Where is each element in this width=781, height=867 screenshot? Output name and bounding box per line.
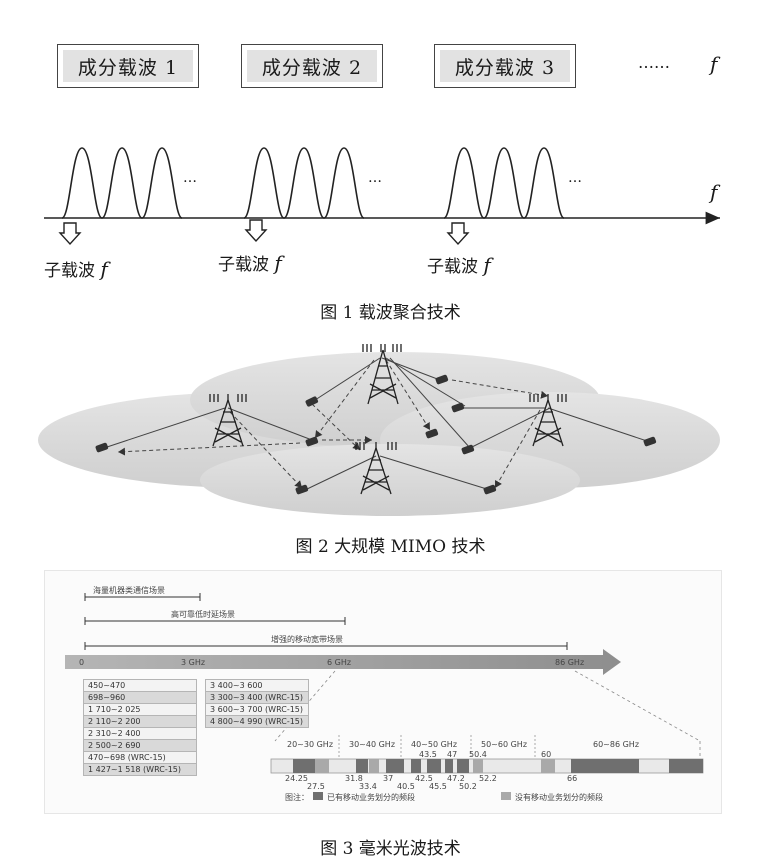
cell-bottom [200, 444, 580, 516]
bottom-num: 37 [383, 774, 394, 783]
bottom-num: 47.2 [447, 774, 465, 783]
ue-9 [295, 484, 309, 495]
tick-86ghz: 86 GHz [555, 658, 585, 667]
group-40-50: 40~50 GHz [411, 740, 458, 749]
top-num: 43.5 [419, 750, 437, 759]
top-num: 60 [541, 750, 552, 759]
legend-allocated: 已有移动业务划分的频段 [327, 793, 415, 802]
waveform-group-3 [443, 147, 565, 219]
ue-4 [425, 428, 439, 439]
component-carrier-1-box: 成分载波 1 [57, 44, 199, 88]
bottom-num: 52.2 [479, 774, 497, 783]
fig3-caption: 图 3 毫米光波技术 [320, 839, 461, 859]
ue-5 [305, 436, 319, 447]
ue-1 [305, 396, 319, 407]
wave-dots-3: … [568, 170, 582, 186]
bottom-num: 27.5 [307, 782, 325, 791]
subcarrier-f: f [274, 251, 282, 275]
bottom-num: 42.5 [415, 774, 433, 783]
mid-band-cell: 3 600~3 700 (WRC-15) [205, 703, 309, 716]
subcarrier-text: 子载波 [44, 261, 95, 281]
low-band-cell: 1 710~2 025 [83, 703, 197, 716]
subcarrier-waveforms [44, 147, 720, 246]
spectrum-graphic [65, 593, 704, 800]
tower-top [362, 344, 402, 405]
bottom-num: 66 [567, 774, 578, 783]
tick-0: 0 [79, 658, 85, 667]
ue-3 [451, 402, 465, 413]
subcarrier-arrow-3 [446, 222, 470, 246]
mmtc-label: 海量机器类通信场景 [93, 586, 165, 595]
bottom-num: 33.4 [359, 782, 377, 791]
waveform-group-1 [61, 147, 183, 219]
subcarrier-arrow-1 [58, 222, 82, 246]
subcarrier-arrow-2 [244, 219, 268, 243]
fig1-caption: 图 1 载波聚合技术 [320, 303, 461, 323]
legend-unallocated: 没有移动业务划分的频段 [515, 793, 603, 802]
wave-dots-2: … [368, 170, 382, 186]
component-carrier-2-box: 成分载波 2 [241, 44, 383, 88]
group-50-60: 50~60 GHz [481, 740, 528, 749]
subcarrier-label-2: 子载波 f [218, 250, 282, 275]
low-band-cell: 2 110~2 200 [83, 715, 197, 728]
embb-label: 增强的移动宽带场景 [271, 635, 343, 644]
mid-band-cell: 3 400~3 600 [205, 679, 309, 692]
component-carrier-3-box: 成分载波 3 [434, 44, 576, 88]
bottom-num: 45.5 [429, 782, 447, 791]
tower-right [529, 394, 567, 447]
top-f-symbol: f [710, 52, 718, 76]
waveform-group-2 [243, 147, 365, 219]
low-band-cell: 1 427~1 518 (WRC-15) [83, 763, 197, 776]
axis-f-symbol: f [710, 180, 718, 204]
low-band-cell: 470~698 (WRC-15) [83, 751, 197, 764]
low-band-table: 450~470 698~960 1 710~2 025 2 110~2 200 … [83, 679, 197, 776]
tower-left [209, 394, 247, 447]
ue-8 [643, 436, 657, 447]
low-band-cell: 450~470 [83, 679, 197, 692]
legend-prefix: 图注： [285, 793, 309, 802]
fig2-caption: 图 2 大规模 MIMO 技术 [295, 537, 486, 557]
ue-2 [435, 374, 449, 385]
top-num: 50.4 [469, 750, 487, 759]
subcarrier-f: f [100, 257, 108, 281]
low-band-cell: 698~960 [83, 691, 197, 704]
component-carrier-3-label: 成分载波 3 [454, 56, 556, 79]
low-band-cell: 2 500~2 690 [83, 739, 197, 752]
mimo-diagram [38, 344, 720, 516]
group-30-40: 30~40 GHz [349, 740, 396, 749]
wave-dots-1: … [183, 170, 197, 186]
tick-6ghz: 6 GHz [327, 658, 352, 667]
subcarrier-text: 子载波 [218, 255, 269, 275]
frequency-arrow [65, 649, 621, 675]
ue-6 [95, 442, 109, 453]
subcarrier-f: f [483, 253, 491, 277]
bottom-num: 50.2 [459, 782, 477, 791]
urllc-label: 高可靠低时延场景 [171, 610, 235, 619]
bottom-num: 31.8 [345, 774, 363, 783]
mid-band-cell: 4 800~4 990 (WRC-15) [205, 715, 309, 728]
fig3-panel: 海量机器类通信场景 高可靠低时延场景 增强的移动宽带场景 0 3 GHz 6 G… [44, 570, 722, 814]
tower-bottom [355, 442, 397, 495]
low-band-cell: 2 310~2 400 [83, 727, 197, 740]
mid-band-cell: 3 300~3 400 (WRC-15) [205, 691, 309, 704]
group-20-30: 20~30 GHz [287, 740, 334, 749]
group-60-86: 60~86 GHz [593, 740, 640, 749]
ue-10 [483, 484, 497, 495]
legend-swatch-dark [313, 792, 323, 800]
subcarrier-label-3: 子载波 f [427, 252, 491, 277]
tick-3ghz: 3 GHz [181, 658, 206, 667]
carrier-ellipsis: …… [638, 53, 670, 72]
component-carrier-2-label: 成分载波 2 [261, 56, 363, 79]
bottom-num: 40.5 [397, 782, 415, 791]
top-num: 47 [447, 750, 458, 759]
ue-7 [461, 444, 475, 455]
mid-band-table: 3 400~3 600 3 300~3 400 (WRC-15) 3 600~3… [205, 679, 309, 728]
bottom-num: 24.25 [285, 774, 308, 783]
component-carrier-1-label: 成分载波 1 [77, 56, 179, 79]
legend-swatch-light [501, 792, 511, 800]
subcarrier-text: 子载波 [427, 257, 478, 277]
subcarrier-label-1: 子载波 f [44, 256, 108, 281]
